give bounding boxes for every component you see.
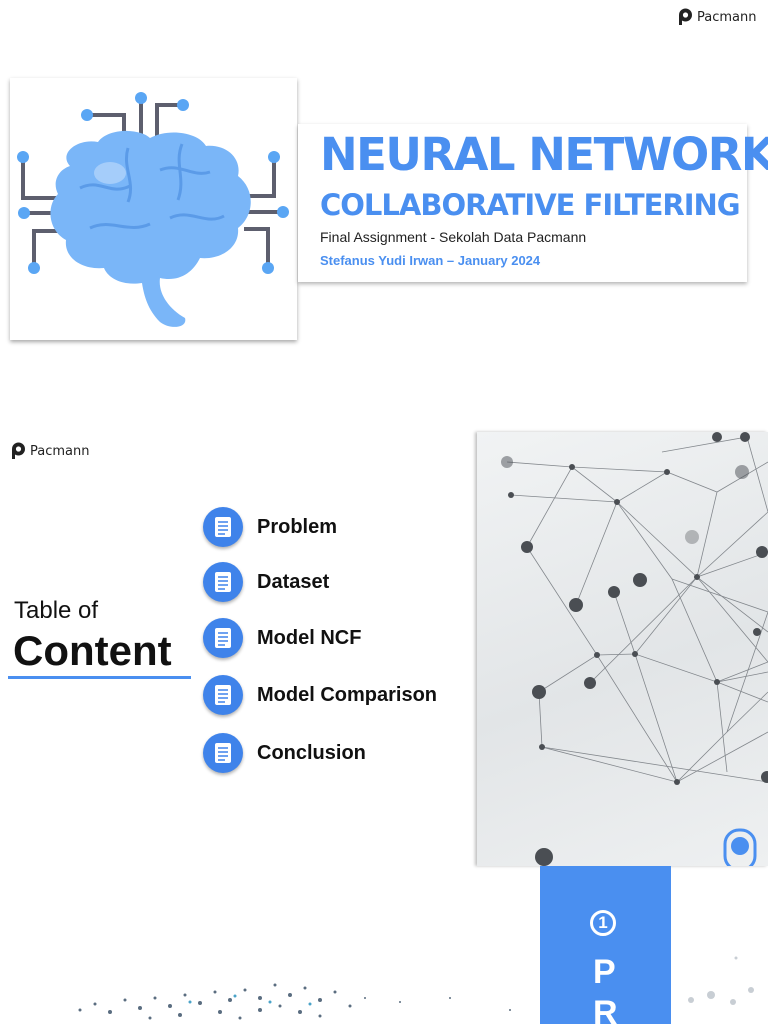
dots-decoration-right	[688, 956, 754, 1005]
network-graph-image	[501, 432, 768, 866]
section-letter: P	[593, 953, 616, 991]
brain-illustration-card	[10, 78, 297, 340]
network-background-image	[477, 432, 768, 866]
pacmann-logo-icon	[12, 442, 25, 459]
cover-assignment: Final Assignment - Sekolah Data Pacmann	[320, 229, 587, 245]
section-banner	[540, 866, 671, 1024]
toc-item-label: Model NCF	[257, 626, 362, 649]
title-card	[298, 124, 747, 282]
checklist-icon	[203, 618, 243, 658]
toc-heading-big: Content	[13, 627, 172, 674]
brain-circuit-icon	[17, 92, 289, 327]
toc-item-dataset[interactable]: Dataset	[203, 562, 329, 602]
pacmann-logo-toc: Pacmann	[11, 442, 89, 460]
pacmann-logo-icon	[679, 8, 692, 25]
dots-decoration	[78, 983, 511, 1020]
checklist-icon	[203, 733, 243, 773]
cover-title: NEURAL NETWORK	[320, 128, 768, 181]
decorative-shape	[723, 828, 757, 866]
checklist-icon	[203, 507, 243, 547]
cover-subtitle: COLLABORATIVE FILTERING	[320, 188, 741, 222]
toc-item-label: Model Comparison	[257, 683, 438, 706]
toc-heading-small: Table of	[14, 597, 99, 624]
cover-author: Stefanus Yudi Irwan – January 2024	[320, 253, 541, 268]
section-letter: R	[593, 994, 618, 1032]
brand-name: Pacmann	[30, 443, 90, 459]
toc-item-conclusion[interactable]: Conclusion	[203, 733, 366, 773]
toc-underline	[8, 676, 191, 679]
toc-item-label: Dataset	[257, 570, 330, 593]
checklist-icon	[203, 675, 243, 715]
toc-item-problem[interactable]: Problem	[203, 507, 337, 547]
toc-item-label: Problem	[257, 515, 338, 538]
toc-item-label: Conclusion	[257, 741, 366, 764]
brand-name: Pacmann	[697, 9, 757, 25]
checklist-icon	[203, 562, 243, 602]
toc-item-model-ncf[interactable]: Model NCF	[203, 618, 361, 658]
toc-item-model-comparison[interactable]: Model Comparison	[203, 675, 437, 715]
section-number-badge: 1	[590, 910, 616, 936]
pacmann-logo-top: Pacmann	[678, 8, 756, 26]
